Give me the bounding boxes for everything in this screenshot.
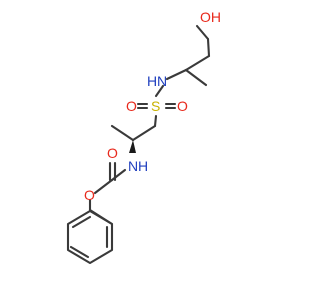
bond-s-ch2 [153, 114, 158, 128]
bond-n-s [154, 84, 165, 98]
ester-oxygen-label: O [84, 187, 95, 203]
molecule-canvas: OH H N S O O N H O O [66, 9, 221, 265]
bond-ch-methyl [110, 124, 135, 142]
bond-c2-c3 [184, 54, 211, 72]
bond-wedge-ch-nh [129, 140, 136, 153]
hydroxyl-label: OH [200, 9, 221, 25]
carbamate-h-label: H [138, 158, 148, 174]
sulfonamide-h-label: H [147, 73, 157, 89]
bond-oh-c1 [195, 24, 210, 41]
molecule-structure: OH H N S O O N H O O [66, 9, 221, 265]
sulfonyl-oxygen-left-label: O [126, 98, 137, 114]
sulfonamide-n-label: N [157, 73, 167, 89]
bond-c1-c2 [206, 37, 211, 58]
bond-c3-nh [165, 68, 188, 81]
bond-c3-methyl [184, 68, 208, 87]
sulfonyl-oxygen-right-label: O [177, 98, 188, 114]
carbonyl-oxygen-label: O [107, 145, 118, 161]
sulfur-label: S [151, 98, 160, 114]
bond-c-o-ester [93, 178, 114, 195]
bond-ch2-ch [131, 124, 157, 142]
carbamate-n-label: N [128, 158, 138, 174]
benzene-ring [66, 209, 114, 265]
